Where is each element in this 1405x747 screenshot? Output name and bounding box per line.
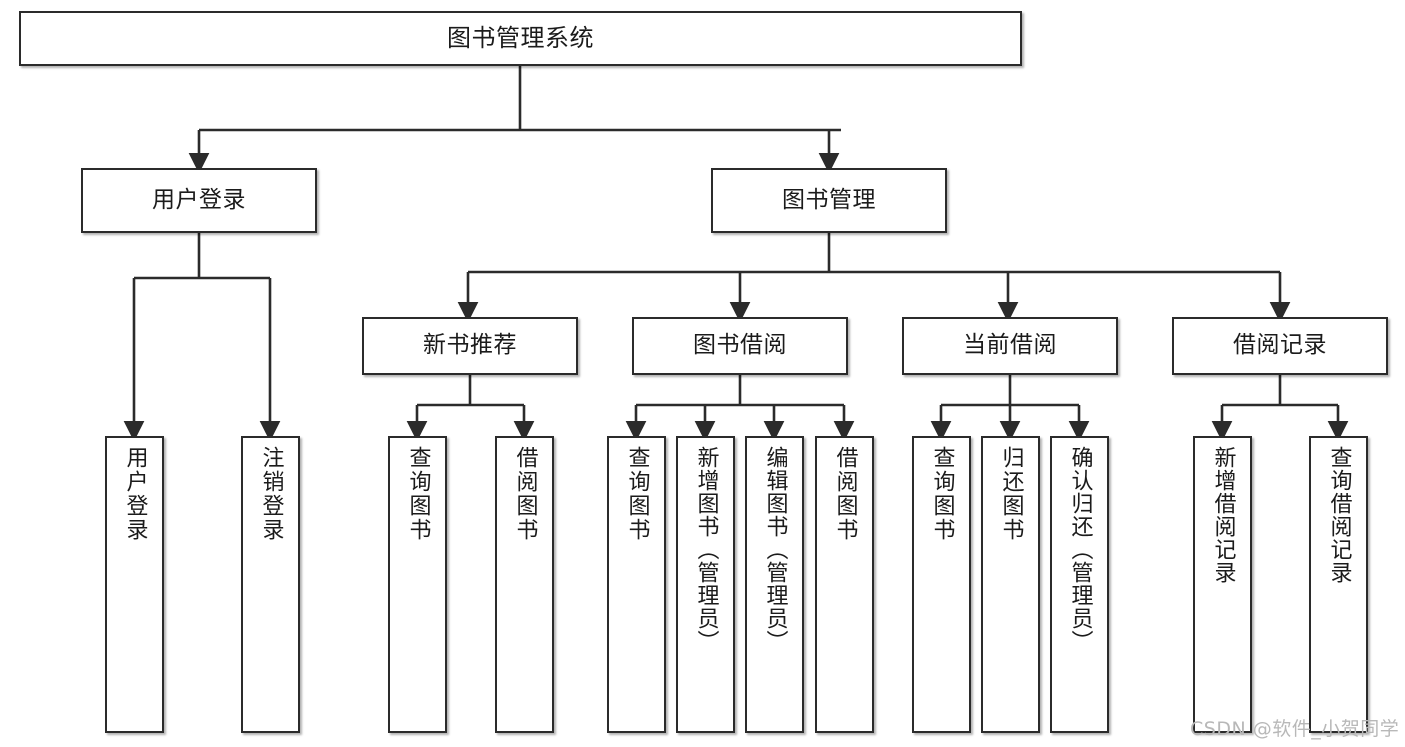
node-label: 借阅图书 bbox=[512, 446, 538, 542]
node-label: 注销登录 bbox=[258, 446, 284, 542]
node-label: 归还图书 bbox=[998, 446, 1024, 542]
node-label: 查询图书 bbox=[405, 446, 431, 542]
node-leaf-edit-book[interactable]: 编辑图书（管理员） bbox=[745, 436, 804, 733]
node-leaf-confirm-return[interactable]: 确认归还（管理员） bbox=[1050, 436, 1109, 733]
node-leaf-query-book-1[interactable]: 查询图书 bbox=[388, 436, 447, 733]
node-leaf-borrow-book-1[interactable]: 借阅图书 bbox=[495, 436, 554, 733]
node-leaf-add-book[interactable]: 新增图书（管理员） bbox=[676, 436, 735, 733]
node-label: 确认归还（管理员） bbox=[1067, 446, 1093, 653]
node-label: 新书推荐 bbox=[423, 332, 517, 359]
csdn-watermark: CSDN @软件_小贺同学 bbox=[1190, 718, 1400, 740]
node-label: 编辑图书（管理员） bbox=[762, 446, 788, 653]
node-leaf-logout-login[interactable]: 注销登录 bbox=[241, 436, 300, 733]
node-leaf-return-book[interactable]: 归还图书 bbox=[981, 436, 1040, 733]
node-label: 查询图书 bbox=[929, 446, 955, 542]
node-user-login[interactable]: 用户登录 bbox=[81, 168, 317, 233]
node-label: 新增借阅记录 bbox=[1210, 446, 1236, 584]
node-label: 查询图书 bbox=[624, 446, 650, 542]
node-new-book-recommend[interactable]: 新书推荐 bbox=[362, 317, 578, 375]
node-label: 图书管理 bbox=[782, 186, 876, 213]
node-label: 查询借阅记录 bbox=[1326, 446, 1352, 584]
node-borrow-record[interactable]: 借阅记录 bbox=[1172, 317, 1388, 375]
node-leaf-borrow-book-2[interactable]: 借阅图书 bbox=[815, 436, 874, 733]
node-leaf-query-book-3[interactable]: 查询图书 bbox=[912, 436, 971, 733]
node-leaf-user-login[interactable]: 用户登录 bbox=[105, 436, 164, 733]
node-book-borrow[interactable]: 图书借阅 bbox=[632, 317, 848, 375]
node-current-borrow[interactable]: 当前借阅 bbox=[902, 317, 1118, 375]
node-label: 用户登录 bbox=[122, 446, 148, 542]
node-leaf-add-record[interactable]: 新增借阅记录 bbox=[1193, 436, 1252, 733]
node-leaf-query-book-2[interactable]: 查询图书 bbox=[607, 436, 666, 733]
node-label: 当前借阅 bbox=[963, 332, 1057, 359]
node-leaf-query-record[interactable]: 查询借阅记录 bbox=[1309, 436, 1368, 733]
node-label: 图书管理系统 bbox=[447, 24, 594, 53]
node-label: 用户登录 bbox=[152, 186, 246, 213]
node-root-book-management-system[interactable]: 图书管理系统 bbox=[19, 11, 1022, 66]
node-label: 借阅图书 bbox=[832, 446, 858, 542]
node-label: 借阅记录 bbox=[1233, 332, 1327, 359]
node-book-manage[interactable]: 图书管理 bbox=[711, 168, 947, 233]
node-label: 图书借阅 bbox=[693, 332, 787, 359]
node-label: 新增图书（管理员） bbox=[693, 446, 719, 653]
